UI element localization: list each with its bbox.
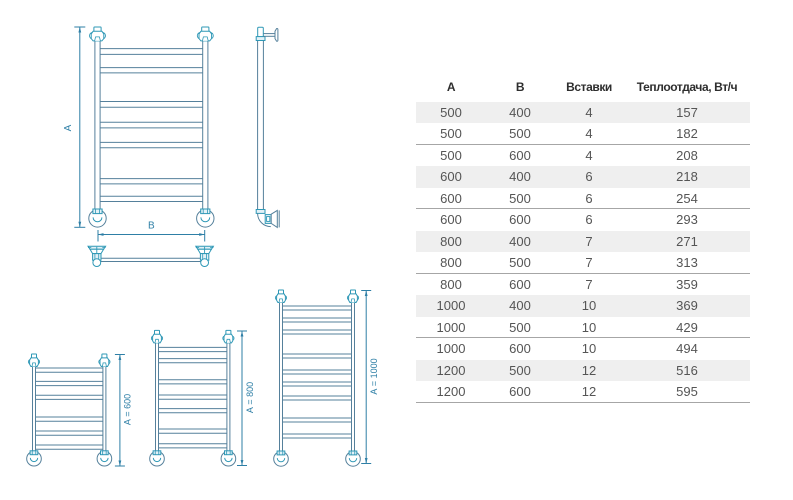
svg-text:А = 1000: А = 1000 — [369, 358, 379, 394]
svg-text:А = 600: А = 600 — [123, 394, 133, 425]
svg-text:А = 800: А = 800 — [245, 382, 255, 413]
svg-text:В: В — [148, 220, 155, 231]
svg-text:А: А — [63, 124, 74, 131]
